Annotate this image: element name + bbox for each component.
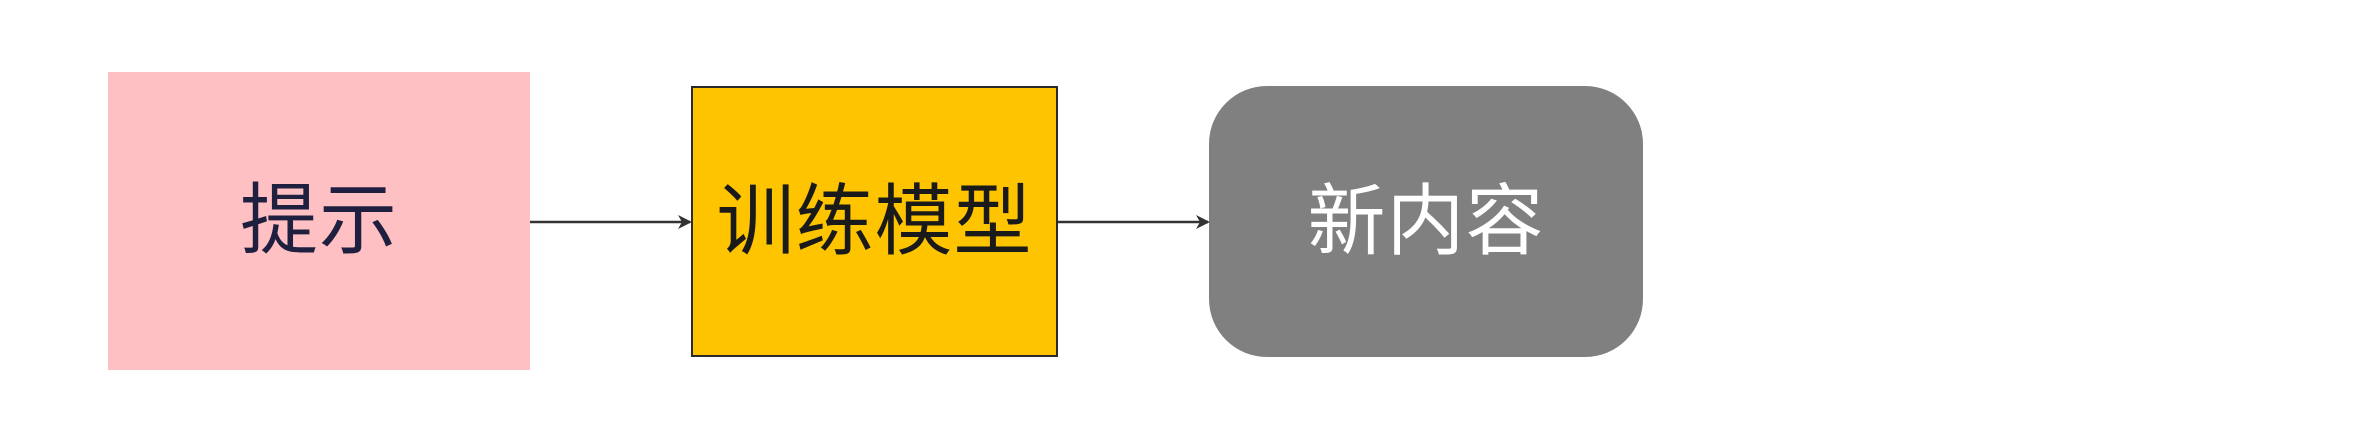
prompt-node: 提示 [108,72,530,370]
new-content-node-label: 新内容 [1307,176,1545,267]
trained-model-node: 训练模型 [691,86,1058,357]
trained-model-node-label: 训练模型 [716,176,1033,267]
new-content-node: 新内容 [1209,86,1643,357]
prompt-node-label: 提示 [239,176,398,266]
